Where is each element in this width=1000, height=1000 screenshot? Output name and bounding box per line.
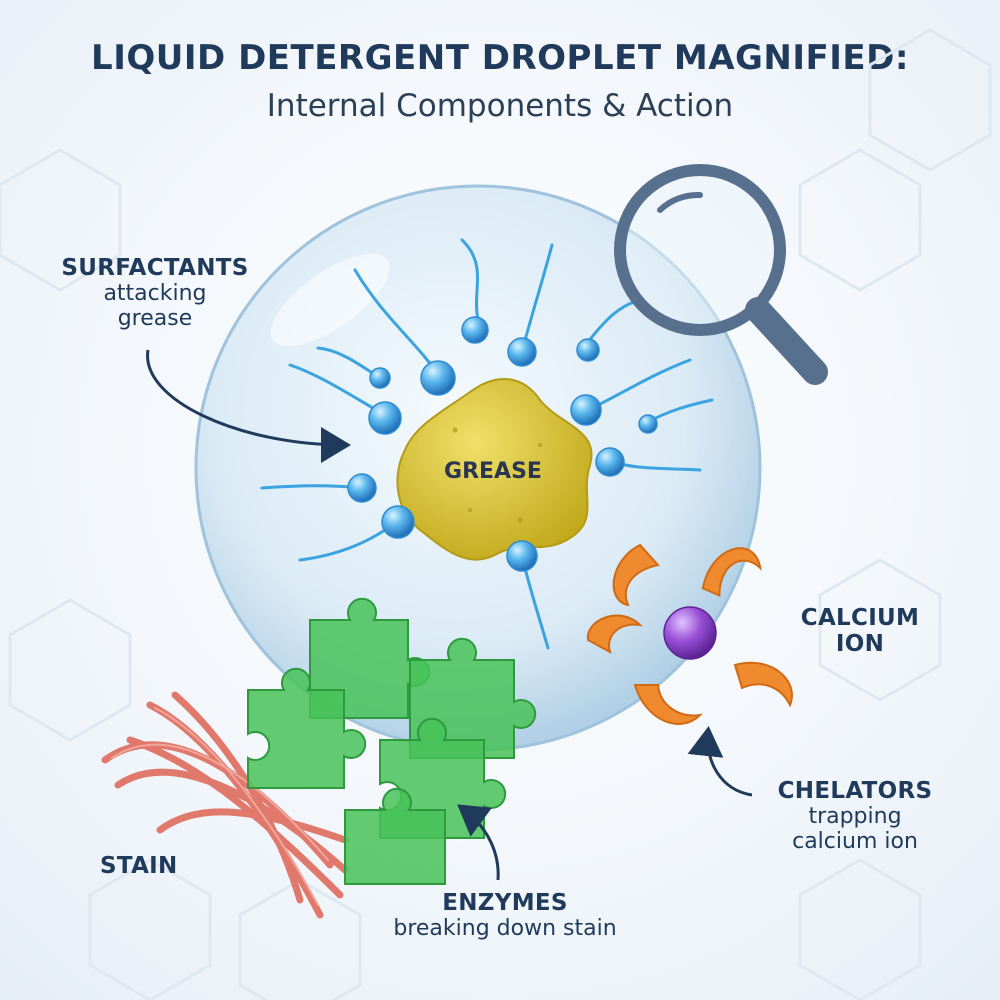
magnifying-glass-icon: [614, 164, 828, 385]
grease-blob: [396, 377, 593, 561]
stain-highlights: [111, 707, 329, 906]
calcium-ion: [663, 606, 717, 660]
chelators-label: CHELATORS trapping calcium ion: [750, 778, 960, 855]
diagram-subtitle: Internal Components & Action: [266, 88, 734, 124]
stain-label: STAIN: [100, 853, 178, 879]
enzymes-line1: breaking down stain: [393, 916, 617, 941]
surfactant-heads: [347, 316, 658, 572]
grease-specks: [452, 427, 542, 523]
diagram-title: LIQUID DETERGENT DROPLET MAGNIFIED:: [91, 38, 909, 78]
background-hexagons: [0, 28, 992, 1000]
calcium-line2: ION: [835, 631, 885, 657]
grease-label: GREASE: [444, 459, 542, 484]
enzymes-arrow: [457, 804, 500, 881]
chelators-arrow: [687, 726, 753, 797]
chelators-line1: trapping: [808, 804, 902, 829]
calcium-ion-label: CALCIUM ION: [780, 605, 940, 657]
enzymes-heading: ENZYMES: [442, 890, 568, 916]
surfactants-line1: attacking: [103, 281, 207, 306]
stain-heading: STAIN: [100, 853, 178, 879]
chelators-heading: CHELATORS: [777, 778, 933, 804]
surfactants-line2: grease: [117, 306, 193, 332]
calcium-line1: CALCIUM: [800, 605, 920, 631]
enzymes-label: ENZYMES breaking down stain: [355, 890, 655, 941]
surfactants-label: SURFACTANTS attacking grease: [50, 255, 260, 332]
surfactants-heading: SURFACTANTS: [61, 255, 249, 281]
surfactants-arrow: [146, 349, 351, 463]
chelators-line2: calcium ion: [792, 829, 918, 855]
chelator-complex: [586, 543, 793, 725]
